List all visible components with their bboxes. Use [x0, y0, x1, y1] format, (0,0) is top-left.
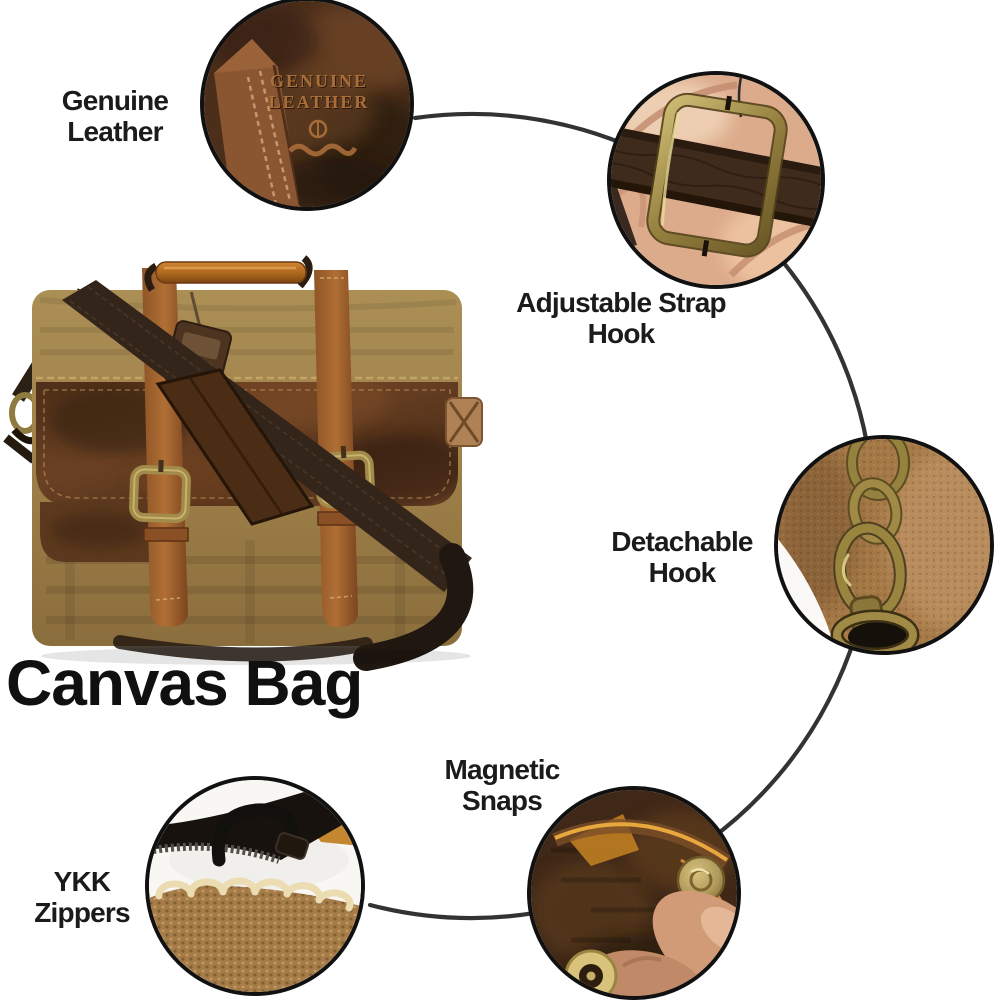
detachable-hook-photo: [778, 439, 990, 651]
label-line: Leather: [67, 116, 163, 147]
stamp-emblem: [308, 119, 328, 139]
label-genuine-leather: Genuine Leather: [25, 85, 205, 147]
scallop-stitching: [155, 877, 354, 912]
magnetic-snaps-photo: [531, 790, 737, 996]
finger: [589, 890, 737, 996]
front-straps: [129, 268, 376, 627]
svg-text:GENUINE: GENUINE: [271, 72, 369, 92]
side-strap-anchor: [445, 397, 483, 447]
label-line: Hook: [587, 318, 656, 349]
genuine-leather-photo: GENUINE GENUINE LEATHER LEATHER: [204, 1, 410, 207]
label-line: Snaps: [461, 785, 543, 816]
svg-text:LEATHER: LEATHER: [269, 92, 370, 112]
adjustable-strap-hook-photo-circle: [607, 71, 825, 289]
stamp-script: [288, 143, 358, 157]
label-ykk-zippers: YKK Zippers: [2, 866, 162, 928]
canvas-fabric: [149, 877, 361, 992]
magnetic-snaps-photo-circle: [527, 786, 741, 1000]
label-line: Detachable: [611, 526, 753, 557]
svg-text:GENUINE: GENUINE: [270, 71, 368, 91]
genuine-leather-photo-circle: GENUINE GENUINE LEATHER LEATHER: [200, 0, 414, 211]
label-line: Hook: [648, 557, 717, 588]
label-line: Adjustable Strap: [516, 287, 726, 318]
label-detachable-hook: Detachable Hook: [562, 526, 802, 588]
ykk-zippers-photo-circle: [145, 776, 365, 996]
bag-handle: [144, 255, 313, 292]
swivel-hook-hardware: [830, 439, 920, 651]
detachable-hook-photo-circle: [774, 435, 994, 655]
strap-band: [611, 121, 821, 235]
leather-strap-corner: [214, 39, 302, 207]
shoulder-strap: [41, 280, 474, 671]
svg-text:LEATHER: LEATHER: [270, 93, 371, 113]
page-title: Canvas Bag: [6, 647, 363, 719]
label-magnetic-snaps: Magnetic Snaps: [412, 754, 592, 816]
slider-buckle: [646, 92, 788, 258]
ykk-zippers-photo: [149, 780, 361, 992]
zipper: [149, 788, 361, 867]
adjustable-strap-hook-photo: [611, 75, 821, 285]
label-line: Genuine: [61, 85, 169, 116]
leather-stamp: GENUINE GENUINE LEATHER LEATHER: [269, 71, 371, 157]
label-line: Zippers: [34, 897, 130, 928]
label-line: YKK: [53, 866, 112, 897]
label-line: Magnetic: [444, 754, 561, 785]
label-adjustable-strap-hook: Adjustable Strap Hook: [481, 287, 761, 349]
